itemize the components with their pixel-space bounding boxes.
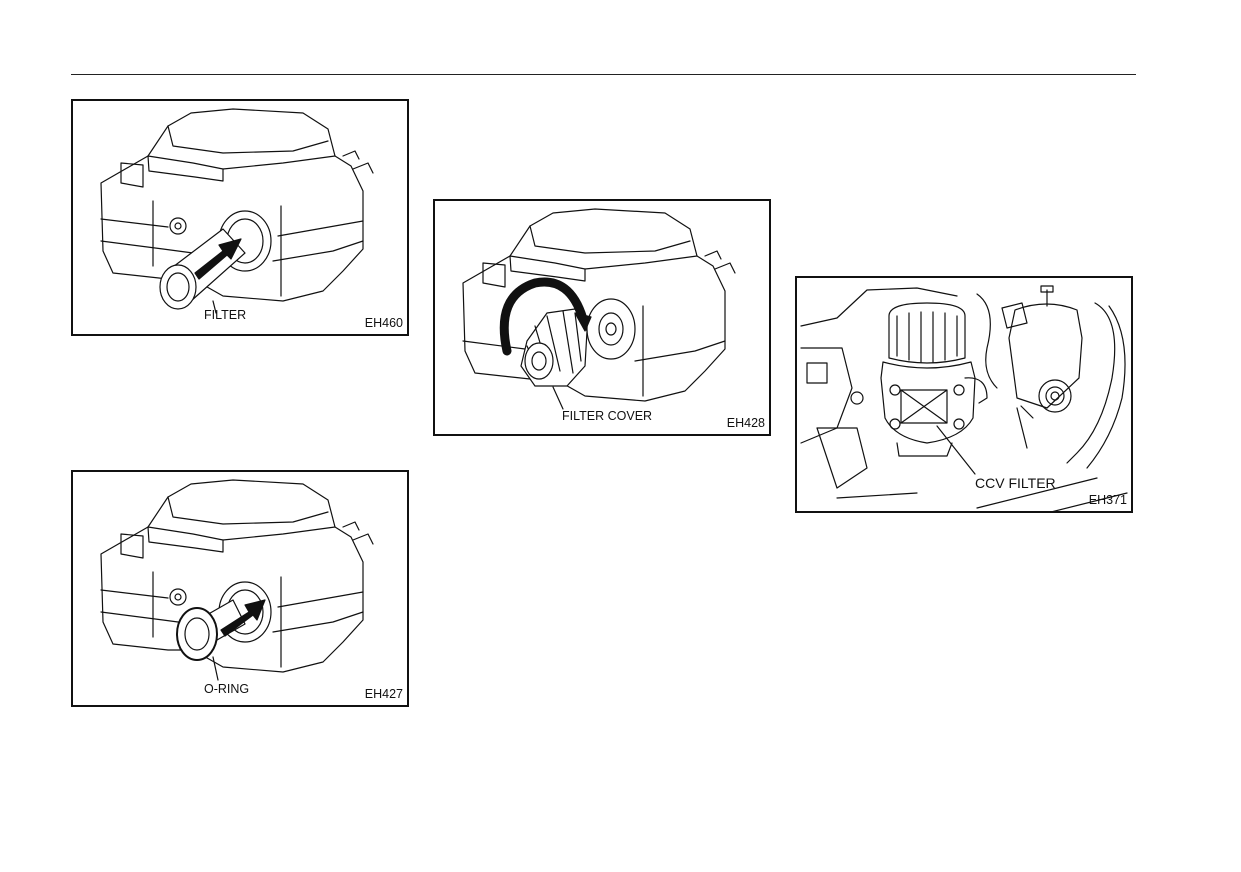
figure-code: EH427 <box>364 687 403 701</box>
figure-label-ccv-filter: CCV FILTER <box>975 475 1056 491</box>
figure-label-o-ring: O-RING <box>204 682 250 696</box>
header-rule <box>71 74 1136 75</box>
figure-code: EH460 <box>364 316 403 330</box>
figure-code: EH371 <box>1088 493 1127 507</box>
o-ring-illustration <box>100 479 374 681</box>
figure-label-filter-cover: FILTER COVER <box>562 409 653 423</box>
figure-o-ring: O-RING EH427 <box>71 470 409 707</box>
figure-filter-cover: FILTER COVER EH428 <box>433 199 771 436</box>
filter-illustration <box>100 108 374 314</box>
figure-filter: FILTER EH460 <box>71 99 409 336</box>
filter-cover-illustration <box>462 208 736 410</box>
ccv-filter-illustration <box>800 285 1128 511</box>
figure-ccv-filter: CCV FILTER EH371 <box>795 276 1133 513</box>
figure-code: EH428 <box>726 416 765 430</box>
figure-label-filter: FILTER <box>204 308 247 322</box>
